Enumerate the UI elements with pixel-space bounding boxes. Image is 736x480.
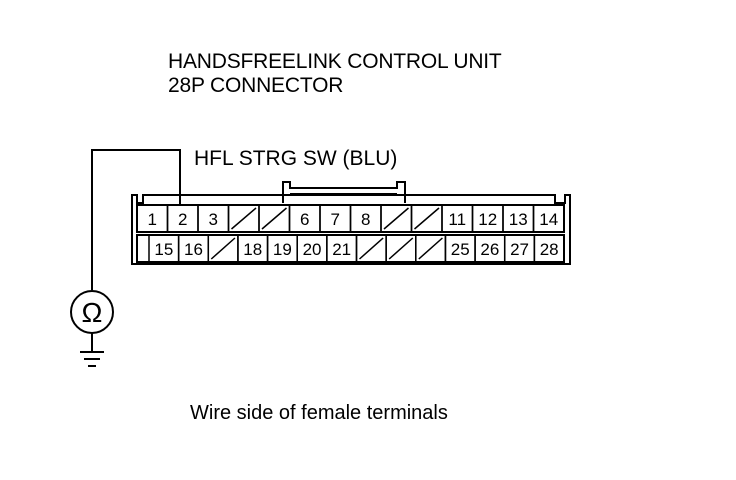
terminal-cavity-14 [532, 204, 565, 233]
unused-cavity-slash [261, 207, 287, 230]
unused-cavity-slash [414, 207, 440, 230]
unused-cavity-slash [359, 237, 384, 260]
unused-cavity-slash [383, 207, 409, 230]
terminal-number: 2 [178, 210, 187, 229]
title-line-1: HANDSFREELINK CONTROL UNIT [168, 50, 502, 73]
connector-lock-tab [282, 181, 406, 203]
test-lead-wire [91, 149, 181, 290]
terminal-number: 6 [300, 210, 309, 229]
connector-housing [131, 194, 571, 265]
terminal-number: 27 [510, 240, 529, 259]
terminal-number: 20 [303, 240, 322, 259]
unused-cavity-slash [210, 237, 236, 260]
ohm-symbol: Ω [82, 297, 103, 328]
diagram-title: HANDSFREELINK CONTROL UNIT 28P CONNECTOR [168, 50, 502, 98]
connector-bottom-row: 15 16 18 19 20 21 25 26 27 28 [136, 234, 565, 263]
terminal-number: 3 [209, 210, 218, 229]
terminal-number: 11 [448, 210, 466, 229]
terminal-number: 16 [184, 240, 203, 259]
wire-label: HFL STRG SW (BLU) [194, 147, 398, 170]
unused-cavity-slash [418, 237, 443, 260]
terminal-number: 25 [451, 240, 470, 259]
terminal-number: 21 [332, 240, 351, 259]
terminal-number: 1 [148, 210, 157, 229]
terminal-number: 18 [243, 240, 262, 259]
terminal-number: 8 [361, 210, 370, 229]
unused-cavity-slash [388, 237, 414, 260]
diagram-caption: Wire side of female terminals [190, 402, 448, 424]
terminal-number: 14 [539, 210, 558, 229]
terminal-number: 13 [509, 210, 528, 229]
terminal-number: 12 [478, 210, 497, 229]
terminal-cavity-28 [533, 234, 565, 263]
terminal-number: 19 [273, 240, 292, 259]
ground-icon [80, 351, 104, 367]
terminal-number: 15 [154, 240, 173, 259]
terminal-number: 28 [540, 240, 559, 259]
terminal-number: 7 [331, 210, 340, 229]
unused-cavity-slash [231, 207, 257, 230]
title-line-2: 28P CONNECTOR [168, 74, 344, 97]
terminal-number: 26 [480, 240, 499, 259]
